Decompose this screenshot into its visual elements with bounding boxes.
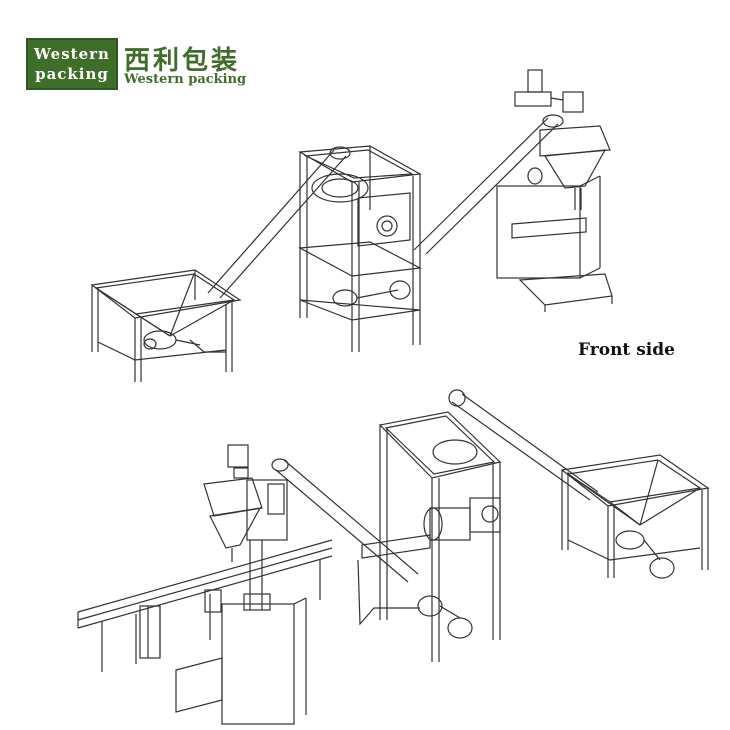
bottom-conveyor-rail: [77, 539, 333, 672]
brand-chinese-name: 西利包装: [124, 46, 241, 76]
bottom-feed-hopper: [560, 454, 710, 579]
top-second-screw-conveyor: [413, 114, 564, 255]
top-feed-hopper: [90, 269, 242, 382]
bottom-mixer-frame: [357, 411, 502, 662]
bottom-screw-conveyor: [271, 389, 599, 583]
brand-english-name: Western packing: [124, 72, 247, 87]
logo-badge-line1: Western: [34, 45, 110, 63]
logo-badge: Western packing: [26, 38, 118, 90]
top-mixer-frame: [297, 145, 423, 352]
view-label: Front side: [578, 340, 675, 360]
top-auger-filler: [496, 69, 613, 312]
logo-badge-line2: packing: [35, 65, 109, 83]
top-incline-screw-conveyor: [207, 146, 351, 299]
bottom-auger-filler: [175, 444, 307, 725]
